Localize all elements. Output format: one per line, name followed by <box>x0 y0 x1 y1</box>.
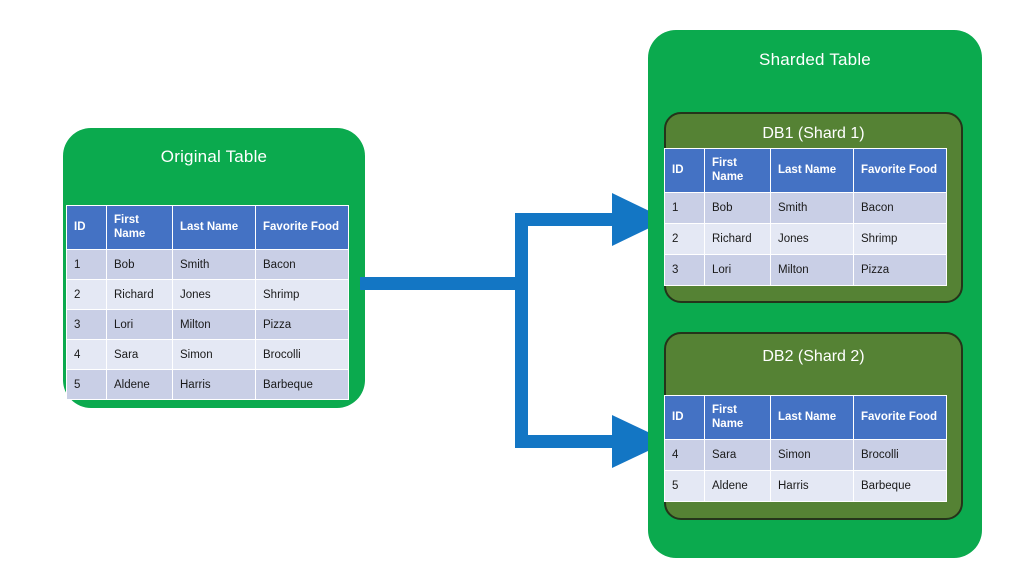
cell-last: Jones <box>172 279 256 310</box>
cell-first: Bob <box>106 249 173 280</box>
table-row: 4 Sara Simon Brocolli <box>66 339 349 370</box>
cell-id: 3 <box>664 254 705 286</box>
cell-id: 4 <box>664 439 705 471</box>
column-header-first: First Name <box>704 395 771 440</box>
cell-first: Aldene <box>704 470 771 502</box>
cell-first: Richard <box>704 223 771 255</box>
cell-fav: Shrimp <box>255 279 349 310</box>
column-header-fav: Favorite Food <box>853 395 947 440</box>
cell-id: 2 <box>664 223 705 255</box>
cell-last: Milton <box>770 254 854 286</box>
cell-first: Richard <box>106 279 173 310</box>
cell-id: 5 <box>66 369 107 400</box>
table-header-row: ID First Name Last Name Favorite Food <box>664 395 947 440</box>
shard-db1-data-table: ID First Name Last Name Favorite Food 1 … <box>664 148 947 286</box>
column-header-id: ID <box>664 148 705 193</box>
cell-first: Sara <box>106 339 173 370</box>
cell-first: Bob <box>704 192 771 224</box>
cell-fav: Pizza <box>255 309 349 340</box>
arrowhead-to-shard-2 <box>612 415 668 468</box>
cell-last: Harris <box>172 369 256 400</box>
cell-fav: Barbeque <box>255 369 349 400</box>
shard-db1-title: DB1 (Shard 1) <box>762 125 865 142</box>
cell-last: Harris <box>770 470 854 502</box>
cell-last: Simon <box>770 439 854 471</box>
shard-db2-title: DB2 (Shard 2) <box>762 348 865 365</box>
column-header-last: Last Name <box>172 205 256 250</box>
cell-id: 1 <box>66 249 107 280</box>
split-arrow-connector <box>360 193 680 468</box>
cell-first: Lori <box>704 254 771 286</box>
column-header-id: ID <box>66 205 107 250</box>
sharded-table-title: Sharded Table <box>759 50 871 69</box>
cell-fav: Bacon <box>255 249 349 280</box>
table-row: 1 Bob Smith Bacon <box>66 249 349 280</box>
cell-fav: Pizza <box>853 254 947 286</box>
cell-id: 3 <box>66 309 107 340</box>
cell-fav: Brocolli <box>255 339 349 370</box>
column-header-fav: Favorite Food <box>255 205 349 250</box>
shard-db2-data-table: ID First Name Last Name Favorite Food 4 … <box>664 395 947 502</box>
column-header-id: ID <box>664 395 705 440</box>
connector-riser <box>515 213 528 448</box>
cell-id: 4 <box>66 339 107 370</box>
column-header-fav: Favorite Food <box>853 148 947 193</box>
cell-fav: Brocolli <box>853 439 947 471</box>
arrowhead-to-shard-1 <box>612 193 667 246</box>
cell-id: 2 <box>66 279 107 310</box>
table-row: 3 Lori Milton Pizza <box>664 254 947 286</box>
cell-id: 1 <box>664 192 705 224</box>
column-header-last: Last Name <box>770 395 854 440</box>
cell-last: Jones <box>770 223 854 255</box>
cell-id: 5 <box>664 470 705 502</box>
cell-first: Aldene <box>106 369 173 400</box>
table-row: 3 Lori Milton Pizza <box>66 309 349 340</box>
cell-last: Smith <box>770 192 854 224</box>
table-header-row: ID First Name Last Name Favorite Food <box>664 148 947 193</box>
table-row: 2 Richard Jones Shrimp <box>664 223 947 255</box>
cell-fav: Barbeque <box>853 470 947 502</box>
cell-last: Smith <box>172 249 256 280</box>
cell-last: Simon <box>172 339 256 370</box>
column-header-first: First Name <box>704 148 771 193</box>
cell-first: Sara <box>704 439 771 471</box>
cell-first: Lori <box>106 309 173 340</box>
cell-fav: Shrimp <box>853 223 947 255</box>
column-header-last: Last Name <box>770 148 854 193</box>
original-table-title: Original Table <box>160 147 268 166</box>
cell-last: Milton <box>172 309 256 340</box>
table-header-row: ID First Name Last Name Favorite Food <box>66 205 349 250</box>
table-row: 1 Bob Smith Bacon <box>664 192 947 224</box>
table-row: 2 Richard Jones Shrimp <box>66 279 349 310</box>
column-header-first: First Name <box>106 205 173 250</box>
table-row: 5 Aldene Harris Barbeque <box>66 369 349 400</box>
table-row: 4 Sara Simon Brocolli <box>664 439 947 471</box>
original-data-table: ID First Name Last Name Favorite Food 1 … <box>66 205 349 400</box>
connector-stem <box>360 277 522 290</box>
table-row: 5 Aldene Harris Barbeque <box>664 470 947 502</box>
cell-fav: Bacon <box>853 192 947 224</box>
